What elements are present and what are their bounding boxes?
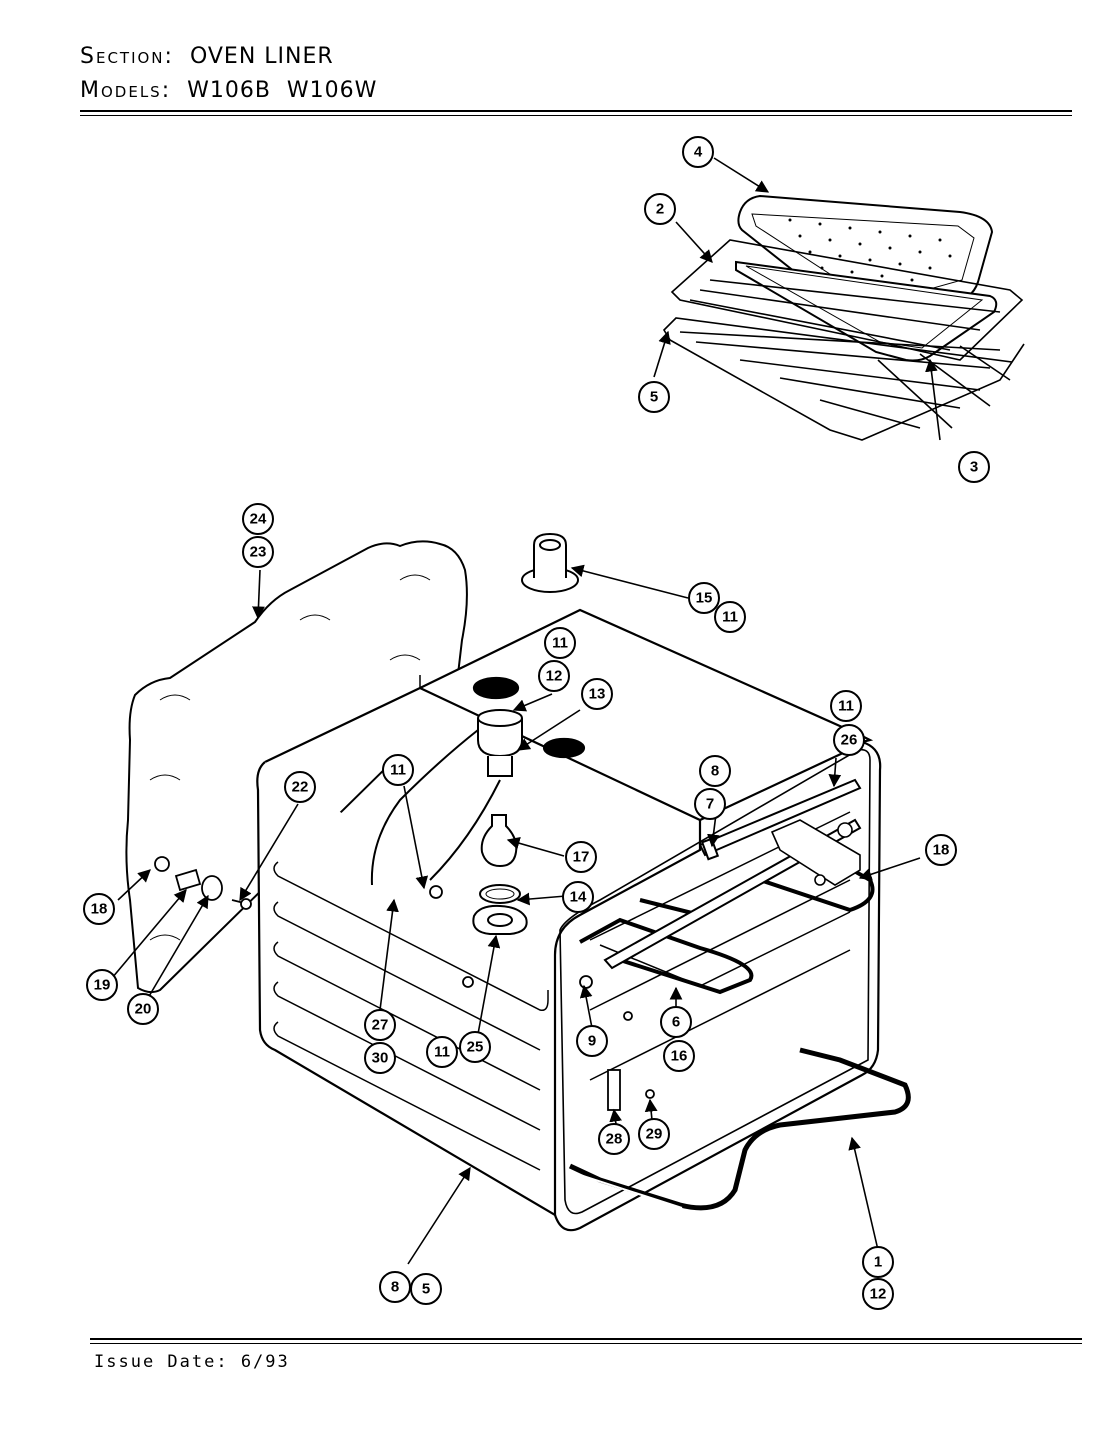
callout-11: 11 bbox=[544, 627, 576, 659]
light-wiring bbox=[370, 729, 501, 886]
svg-text:27: 27 bbox=[372, 1017, 389, 1034]
callout-11: 11 bbox=[714, 601, 746, 633]
header-rule bbox=[80, 110, 1072, 112]
svg-text:14: 14 bbox=[570, 889, 587, 906]
oven-liner-box bbox=[256, 608, 882, 1232]
callout-14: 14 bbox=[562, 881, 594, 913]
callout-17: 17 bbox=[565, 841, 597, 873]
callout-29: 29 bbox=[638, 1118, 670, 1150]
callout-9: 9 bbox=[576, 1025, 608, 1057]
svg-text:29: 29 bbox=[646, 1126, 663, 1143]
leader-lines bbox=[111, 157, 941, 1265]
callout-22: 22 bbox=[284, 771, 316, 803]
issue-date: Issue Date: 6/93 bbox=[94, 1352, 290, 1372]
callout-8: 8 bbox=[699, 755, 731, 787]
svg-text:20: 20 bbox=[135, 1001, 152, 1018]
svg-text:1: 1 bbox=[874, 1254, 882, 1271]
svg-text:17: 17 bbox=[573, 849, 590, 866]
callout-19: 19 bbox=[86, 969, 118, 1001]
svg-text:15: 15 bbox=[696, 590, 713, 607]
callout-20: 20 bbox=[127, 993, 159, 1025]
svg-text:18: 18 bbox=[91, 901, 108, 918]
callout-12: 12 bbox=[862, 1278, 894, 1310]
callout-11: 11 bbox=[382, 754, 414, 786]
footer-rule-thin bbox=[90, 1343, 1082, 1344]
svg-text:8: 8 bbox=[711, 763, 719, 780]
svg-text:11: 11 bbox=[838, 698, 854, 715]
callout-4: 4 bbox=[682, 136, 714, 168]
svg-text:2: 2 bbox=[656, 201, 664, 218]
header-rule-thin bbox=[80, 115, 1072, 116]
light-socket bbox=[477, 709, 523, 777]
svg-text:7: 7 bbox=[706, 796, 714, 813]
svg-text:23: 23 bbox=[250, 544, 267, 561]
callout-27: 27 bbox=[364, 1009, 396, 1041]
callout-8: 8 bbox=[379, 1271, 411, 1303]
callout-13: 13 bbox=[581, 678, 613, 710]
svg-text:22: 22 bbox=[292, 779, 309, 796]
callout-11: 11 bbox=[426, 1036, 458, 1068]
svg-text:24: 24 bbox=[250, 511, 267, 528]
svg-text:30: 30 bbox=[372, 1050, 389, 1067]
callout-2: 2 bbox=[644, 193, 676, 225]
footer-rule bbox=[90, 1338, 1082, 1340]
svg-text:9: 9 bbox=[588, 1033, 596, 1050]
svg-text:3: 3 bbox=[970, 459, 978, 476]
callout-25: 25 bbox=[459, 1031, 491, 1063]
oven-rack-lower bbox=[662, 317, 1025, 441]
callout-12: 12 bbox=[538, 660, 570, 692]
svg-text:12: 12 bbox=[546, 668, 563, 685]
callout-30: 30 bbox=[364, 1042, 396, 1074]
svg-text:11: 11 bbox=[722, 609, 738, 626]
callout-23: 23 bbox=[242, 536, 274, 568]
callout-6: 6 bbox=[660, 1006, 692, 1038]
light-gasket bbox=[472, 904, 528, 935]
svg-text:25: 25 bbox=[467, 1039, 484, 1056]
element-bracket-right bbox=[770, 819, 861, 886]
svg-text:4: 4 bbox=[694, 144, 703, 161]
broil-element bbox=[579, 838, 875, 995]
svg-text:13: 13 bbox=[589, 686, 606, 703]
section-value: OVEN LINER bbox=[189, 44, 334, 69]
callout-18: 18 bbox=[925, 834, 957, 866]
rack-stop-parts bbox=[154, 856, 252, 910]
callout-16: 16 bbox=[663, 1040, 695, 1072]
models-value: W106B W106W bbox=[187, 78, 378, 103]
callout-26: 26 bbox=[833, 724, 865, 756]
callout-5: 5 bbox=[410, 1273, 442, 1305]
oven-rack-upper bbox=[670, 239, 1024, 361]
svg-text:11: 11 bbox=[552, 635, 568, 652]
callout-11: 11 bbox=[830, 690, 862, 722]
svg-text:6: 6 bbox=[672, 1014, 680, 1031]
light-lens bbox=[479, 884, 521, 904]
callout-7: 7 bbox=[694, 788, 726, 820]
svg-text:28: 28 bbox=[606, 1131, 623, 1148]
sensor-grommet bbox=[521, 532, 579, 593]
svg-text:12: 12 bbox=[870, 1286, 887, 1303]
callout-18: 18 bbox=[83, 893, 115, 925]
svg-text:8: 8 bbox=[391, 1279, 399, 1296]
models-title: Models: W106B W106W bbox=[80, 78, 377, 103]
callout-28: 28 bbox=[598, 1123, 630, 1155]
models-label: Models: bbox=[80, 78, 172, 103]
callout-3: 3 bbox=[958, 451, 990, 483]
callout-24: 24 bbox=[242, 503, 274, 535]
svg-text:11: 11 bbox=[390, 762, 406, 779]
svg-text:5: 5 bbox=[422, 1281, 430, 1298]
svg-text:16: 16 bbox=[671, 1048, 688, 1065]
section-title: Section: OVEN LINER bbox=[80, 44, 334, 69]
section-label: Section: bbox=[80, 44, 174, 69]
bake-element bbox=[568, 1047, 911, 1211]
svg-text:11: 11 bbox=[434, 1044, 450, 1061]
callout-1: 1 bbox=[862, 1246, 894, 1278]
svg-text:19: 19 bbox=[94, 977, 111, 994]
svg-text:26: 26 bbox=[841, 732, 858, 749]
svg-text:5: 5 bbox=[650, 389, 658, 406]
callout-15: 15 bbox=[688, 582, 720, 614]
svg-text:18: 18 bbox=[933, 842, 950, 859]
callout-5: 5 bbox=[638, 381, 670, 413]
